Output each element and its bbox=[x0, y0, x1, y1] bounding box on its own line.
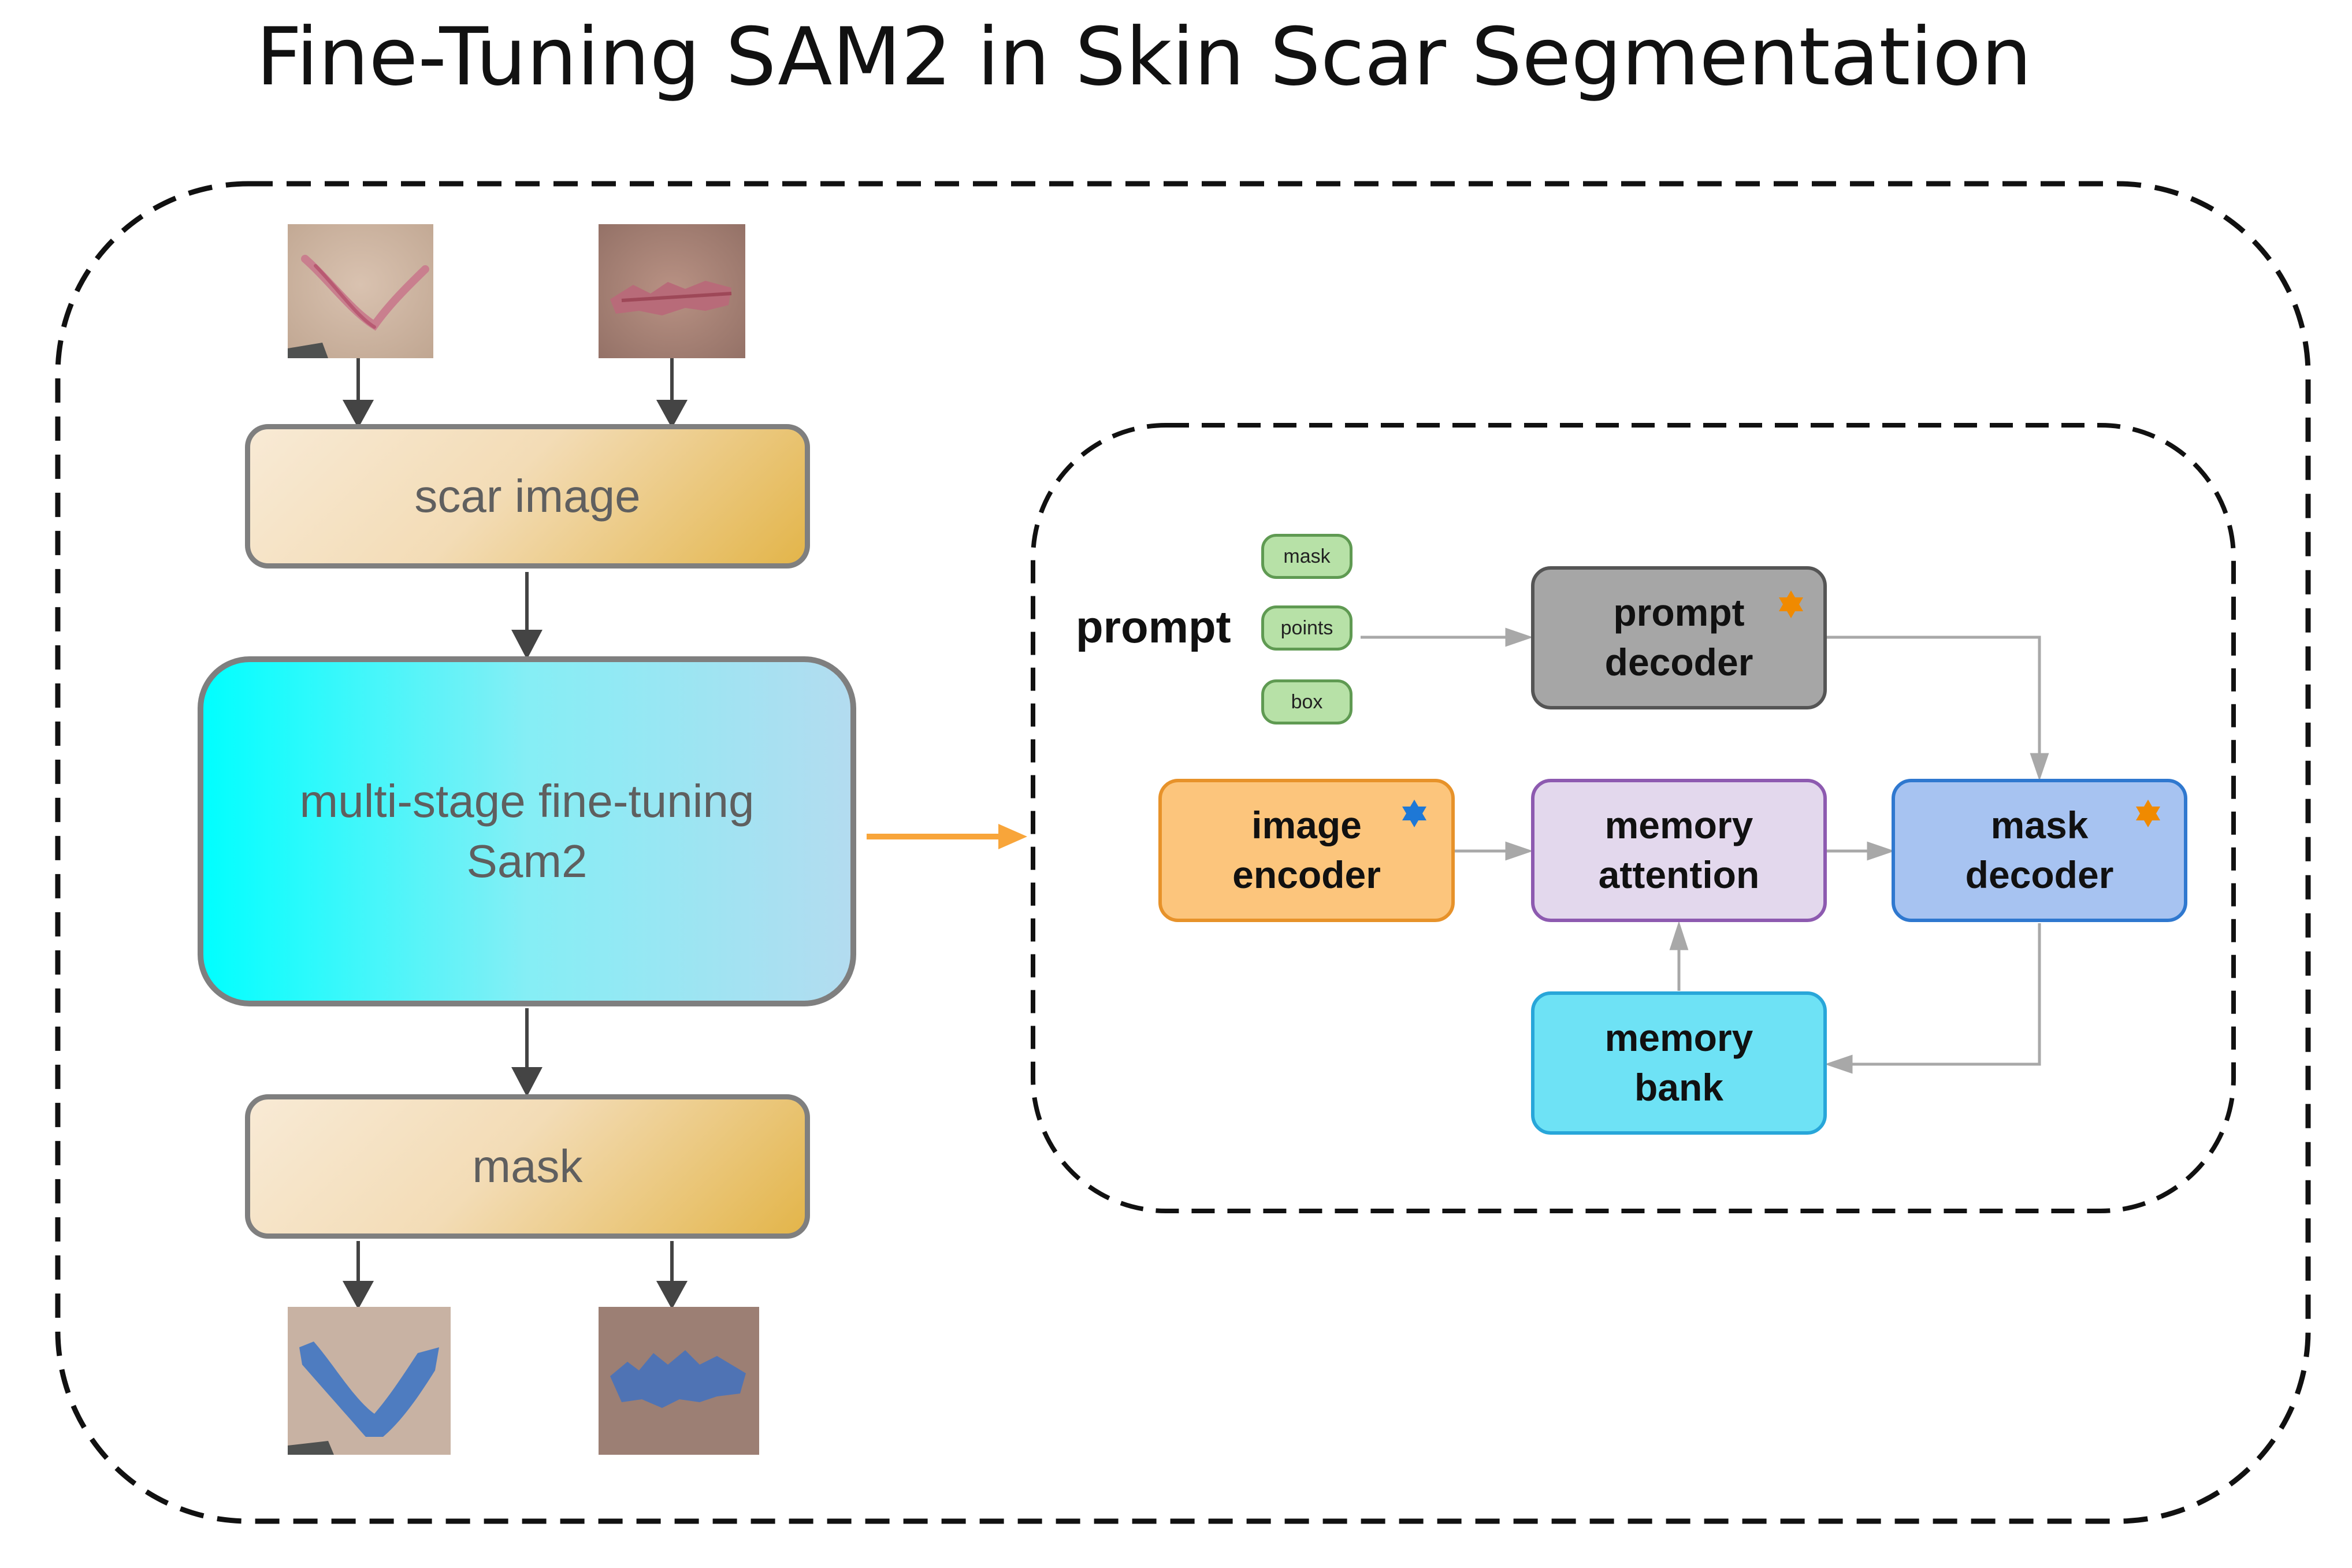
outer-frame bbox=[55, 181, 2311, 1524]
sam2-arrows bbox=[1361, 627, 2049, 1074]
orange-link-arrow bbox=[867, 824, 1027, 849]
diagram-title: Fine-Tuning SAM2 in Skin Scar Segmentati… bbox=[256, 10, 2032, 103]
prompt-type-mask: mask bbox=[1261, 534, 1353, 579]
arrow-mask-decoder-to-bank bbox=[1849, 923, 2041, 1066]
mask-photo-1 bbox=[288, 1307, 451, 1455]
mask-decoder-block: mask decoder bbox=[1892, 779, 2187, 922]
prompt-decoder-block: prompt decoder bbox=[1531, 566, 1827, 709]
prompt-type-points: points bbox=[1261, 605, 1353, 651]
memory-bank-block: memory bank bbox=[1531, 991, 1827, 1135]
scar-photo-2 bbox=[599, 224, 745, 358]
prompt-heading: prompt bbox=[1076, 601, 1231, 652]
image-encoder-block: image encoder bbox=[1158, 779, 1455, 922]
mask-photo-2 bbox=[599, 1307, 759, 1455]
scar-photo-1 bbox=[288, 224, 433, 358]
mask-output-node: mask bbox=[245, 1094, 810, 1239]
pipeline-arrows bbox=[342, 358, 688, 1310]
arrow-prompt-decoder-to-mask-decoder bbox=[1827, 636, 2041, 757]
sam2-detail-frame bbox=[1031, 423, 2236, 1213]
scar-image-label: scar image bbox=[414, 470, 641, 522]
finetune-label: multi-stage fine-tuning Sam2 bbox=[299, 775, 755, 887]
mask-decoder-gear-star-icon bbox=[2136, 800, 2160, 827]
scar-image-node: scar image bbox=[245, 424, 810, 569]
prompt-type-box: box bbox=[1261, 679, 1353, 724]
image-encoder-gear-star-icon bbox=[1402, 800, 1426, 827]
prompt-decoder-gear-star-icon bbox=[1779, 590, 1803, 618]
memory-attention-block: memory attention bbox=[1531, 779, 1827, 922]
finetune-node: multi-stage fine-tuning Sam2 bbox=[198, 656, 856, 1006]
mask-output-label: mask bbox=[472, 1140, 583, 1192]
